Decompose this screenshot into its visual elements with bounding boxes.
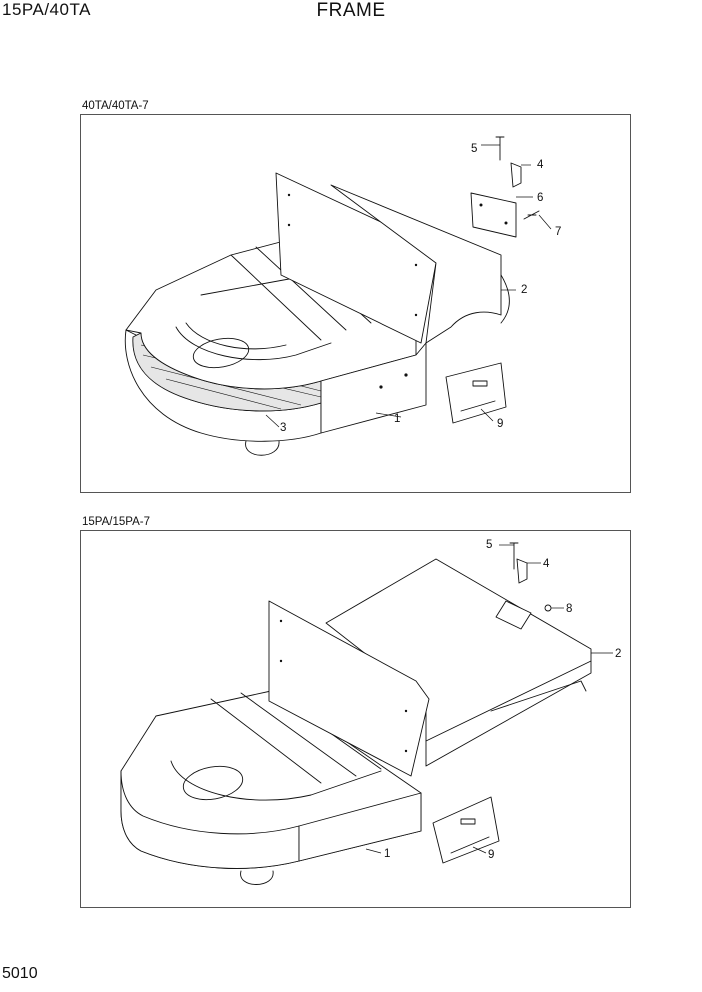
callout-4: 4	[537, 159, 544, 171]
bolt-7	[523, 210, 540, 220]
pin-5	[509, 542, 519, 570]
callout-1: 1	[384, 848, 390, 860]
callout-4: 4	[543, 558, 550, 570]
callout-5: 5	[471, 143, 477, 155]
frame-drawing-40ta: 1 2 3 4 5 6 7 9	[124, 136, 561, 456]
frame-side-wall	[320, 342, 427, 434]
callout-9: 9	[488, 849, 494, 861]
callout-2: 2	[521, 284, 527, 296]
rear-plate	[268, 600, 430, 777]
lock-4	[516, 558, 528, 584]
page-number: 5010	[2, 965, 38, 982]
washer-8	[544, 604, 552, 612]
page-title: FRAME	[316, 0, 386, 21]
diagram-panel-15pa: 1 2 4 5 8 9	[80, 530, 631, 908]
callout-3: 3	[280, 422, 286, 434]
lock-4	[510, 162, 522, 188]
panel-label-40ta: 40TA/40TA-7	[82, 100, 149, 112]
bracket-6	[470, 192, 517, 238]
callout-1: 1	[394, 413, 400, 425]
callout-8: 8	[566, 603, 572, 615]
model-code: 15PA/40TA	[2, 0, 91, 19]
callout-2: 2	[615, 648, 621, 660]
panel-label-15pa: 15PA/15PA-7	[82, 516, 150, 528]
callout-6: 6	[537, 192, 543, 204]
frame-drawing-15pa: 1 2 4 5 8 9	[120, 539, 621, 885]
stopper-9	[445, 362, 507, 424]
callout-5: 5	[486, 539, 492, 551]
diagram-panel-40ta: 1 2 3 4 5 6 7 9	[80, 114, 631, 493]
callout-9: 9	[497, 418, 503, 430]
stopper-9	[432, 796, 500, 864]
bracket-8	[495, 600, 532, 630]
callout-7: 7	[555, 226, 561, 238]
pin-5	[495, 136, 505, 161]
frame-side-wall	[298, 792, 422, 862]
cover-plate	[330, 184, 502, 344]
